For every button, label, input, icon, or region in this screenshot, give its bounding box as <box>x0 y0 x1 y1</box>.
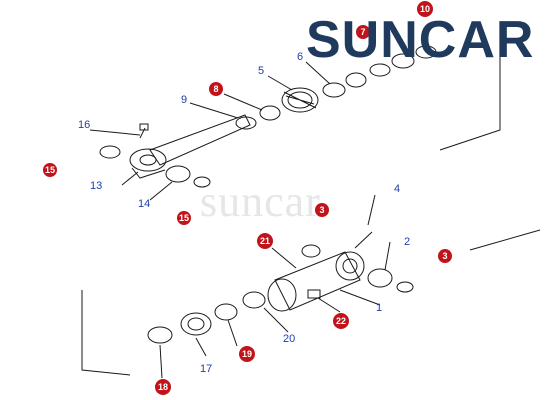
callout-6: 6 <box>297 51 303 63</box>
seal-3a <box>301 244 321 258</box>
svg-text:7: 7 <box>360 27 365 37</box>
callout-9: 9 <box>181 94 187 106</box>
callout-20: 20 <box>283 333 295 345</box>
badge-3b: 3 <box>438 249 452 263</box>
collar-14 <box>165 165 191 183</box>
svg-text:18: 18 <box>158 382 168 392</box>
badge-21: 21 <box>257 233 273 249</box>
seal-3b <box>396 281 414 293</box>
svg-text:3: 3 <box>319 205 324 215</box>
badge-8: 8 <box>209 82 223 96</box>
badge-7: 7 <box>356 25 370 39</box>
svg-text:8: 8 <box>213 84 218 94</box>
callout-16: 16 <box>78 119 90 131</box>
svg-text:10: 10 <box>420 4 430 14</box>
ring-6 <box>322 82 346 98</box>
grease-fitting-16-head <box>139 123 149 131</box>
ring-10b <box>415 45 437 59</box>
callout-1: 1 <box>376 302 382 314</box>
badge-19: 19 <box>239 346 255 362</box>
badge-22: 22 <box>333 313 349 329</box>
ring-7a <box>345 72 367 88</box>
piston-5 <box>281 87 319 113</box>
svg-text:15: 15 <box>45 165 55 175</box>
badge-10: 10 <box>417 1 433 17</box>
frame-line-bottom-left <box>81 290 131 376</box>
ring-18 <box>147 326 173 344</box>
ring-20 <box>242 291 266 309</box>
callout-17: 17 <box>200 363 212 375</box>
badge-3a: 3 <box>315 203 329 217</box>
ring-10a <box>391 53 415 69</box>
ring-9 <box>235 116 257 130</box>
seal-15b <box>193 176 211 188</box>
svg-text:3: 3 <box>442 251 447 261</box>
callout-5: 5 <box>258 65 264 77</box>
badge-18: 18 <box>155 379 171 395</box>
callout-4: 4 <box>394 183 400 195</box>
suncar-logo: SUNCAR <box>306 11 535 69</box>
ring-7b <box>369 63 391 77</box>
svg-text:21: 21 <box>260 236 270 246</box>
cylinder-tube-1 <box>267 251 365 312</box>
callout-13: 13 <box>90 180 102 192</box>
svg-text:22: 22 <box>336 316 346 326</box>
watermark-text: suncar <box>200 177 321 226</box>
ring-19 <box>214 303 238 321</box>
frame-line-right <box>469 229 541 251</box>
svg-text:19: 19 <box>242 349 252 359</box>
callout-2: 2 <box>404 236 410 248</box>
badge-15a: 15 <box>43 163 57 177</box>
badge-15b: 15 <box>177 211 191 225</box>
gland-17 <box>180 312 212 336</box>
frame-line-top-right <box>439 40 501 151</box>
piston-rod <box>129 114 251 179</box>
ring-8 <box>259 105 281 121</box>
bushing-2 <box>367 268 393 288</box>
svg-text:15: 15 <box>179 213 189 223</box>
bushing-15a <box>99 145 121 159</box>
callout-14: 14 <box>138 198 150 210</box>
grease-fitting-4 <box>354 231 373 249</box>
